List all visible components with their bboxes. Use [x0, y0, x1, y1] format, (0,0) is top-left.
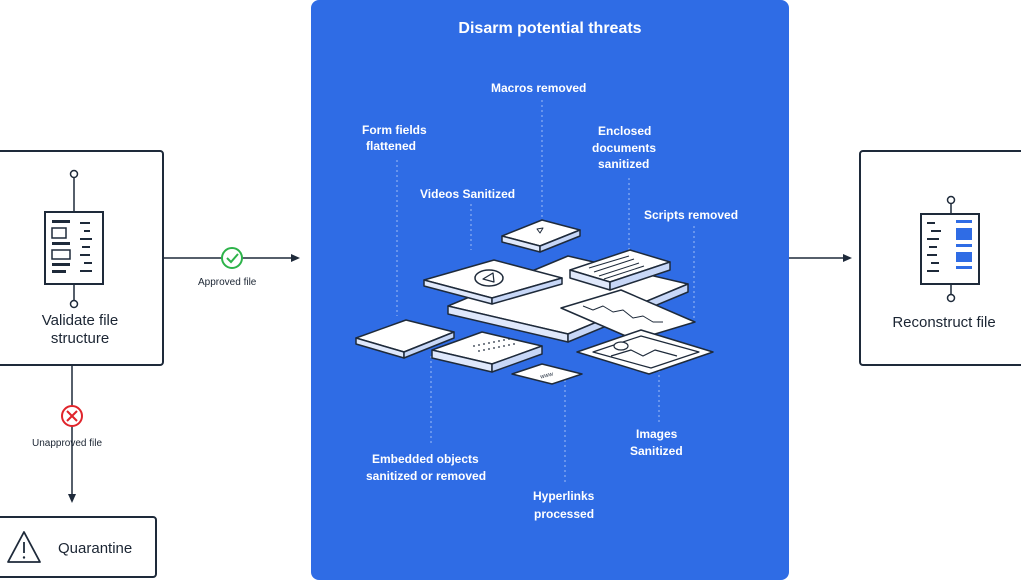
validate-label-line1: Validate file — [41, 312, 119, 329]
reconstructed-document-icon — [920, 195, 980, 303]
disarm-title: Disarm potential threats — [458, 20, 642, 37]
enclosed-docs-label-line2: documents — [592, 141, 657, 155]
reconstruct-box: Reconstruct file — [859, 150, 1021, 366]
form-fields-label-line1: Form fields — [362, 123, 427, 137]
videos-sanitized-label: Videos Sanitized — [420, 187, 516, 201]
scripts-removed-label: Scripts removed — [644, 208, 739, 222]
unapproved-file-label: Unapproved file — [32, 438, 103, 449]
www-text: www — [539, 371, 555, 380]
embedded-objects-label-line2: sanitized or removed — [366, 469, 487, 483]
validate-box: Validate file structure — [0, 150, 164, 366]
validate-label-line2: structure — [50, 330, 110, 347]
isometric-documents-illustration: www — [355, 219, 714, 385]
enclosed-docs-label-line1: Enclosed — [598, 124, 652, 138]
approved-file-label: Approved file — [198, 277, 257, 288]
form-fields-label-line2: flattened — [366, 139, 417, 153]
disarm-panel: Disarm potential threats — [311, 0, 789, 580]
quarantine-box: Quarantine — [0, 516, 157, 578]
macros-removed-label: Macros removed — [491, 81, 587, 95]
hyperlinks-label-line2: processed — [534, 507, 595, 521]
hyperlinks-label-line1: Hyperlinks — [533, 489, 595, 503]
warning-icon — [7, 531, 41, 563]
embedded-objects-label-line1: Embedded objects — [372, 452, 479, 466]
enclosed-docs-label-line3: sanitized — [598, 157, 650, 171]
images-sanitized-label-line2: Sanitized — [630, 444, 683, 458]
leader-lines — [396, 100, 695, 484]
quarantine-label: Quarantine — [58, 540, 133, 557]
images-sanitized-label-line1: Images — [636, 427, 678, 441]
reconstruct-label: Reconstruct file — [892, 314, 996, 331]
document-scan-icon — [44, 169, 104, 309]
